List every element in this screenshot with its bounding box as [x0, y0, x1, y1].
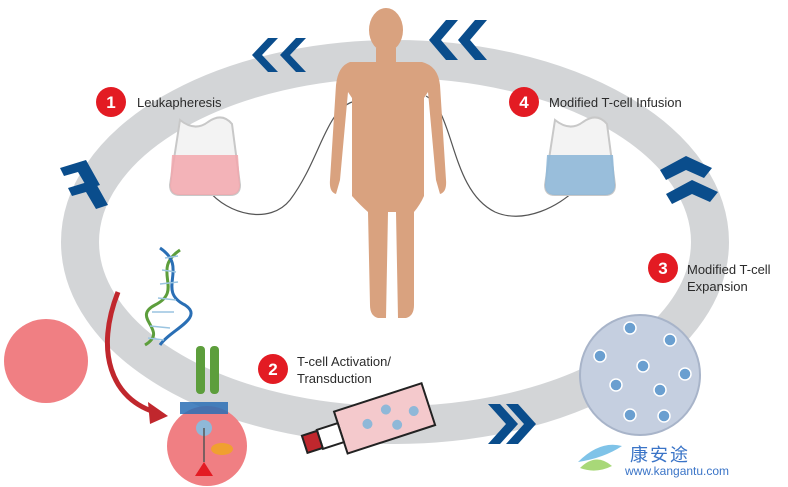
blood-bag-icon [543, 116, 617, 196]
step-label-line: Modified T-cell [687, 262, 771, 277]
chevron-arrow-icon [60, 20, 718, 444]
cancer-cell [4, 319, 88, 403]
culture-flask-icon [300, 381, 437, 455]
watermark-url: www.kangantu.com [625, 464, 730, 478]
blood-bag-icon [168, 116, 242, 196]
step-badge-3: 3 [648, 253, 678, 283]
step-badge-4: 4 [509, 87, 539, 117]
step-label-line: Transduction [297, 371, 372, 386]
blood-tube-left [207, 101, 353, 215]
step-number-2: 2 [268, 360, 277, 379]
step-badge-2: 2 [258, 354, 288, 384]
step-label-line: T-cell Activation/ [297, 354, 391, 369]
red-arrow [104, 291, 159, 416]
blood-tube-right [425, 95, 576, 217]
petri-dish-icon [579, 314, 701, 436]
step-label-infusion: Modified T-cell Infusion [549, 95, 682, 110]
step-label-expansion: Modified T-cell Expansion [687, 261, 771, 295]
human-body-icon [329, 8, 447, 318]
red-arrowhead [148, 402, 168, 424]
leaf-logo-icon [578, 444, 622, 471]
dna-helix-icon [144, 246, 193, 347]
step-badge-1: 1 [96, 87, 126, 117]
step-number-4: 4 [519, 93, 529, 112]
step-label-line: Expansion [687, 279, 748, 294]
watermark-cn: 康安途 [630, 445, 690, 466]
step-number-1: 1 [106, 93, 115, 112]
step-label-leukapheresis: Leukapheresis [137, 95, 222, 110]
step-number-3: 3 [658, 259, 667, 278]
step-label-activation: T-cell Activation/ Transduction [297, 353, 391, 387]
t-cell-icon [167, 346, 247, 486]
